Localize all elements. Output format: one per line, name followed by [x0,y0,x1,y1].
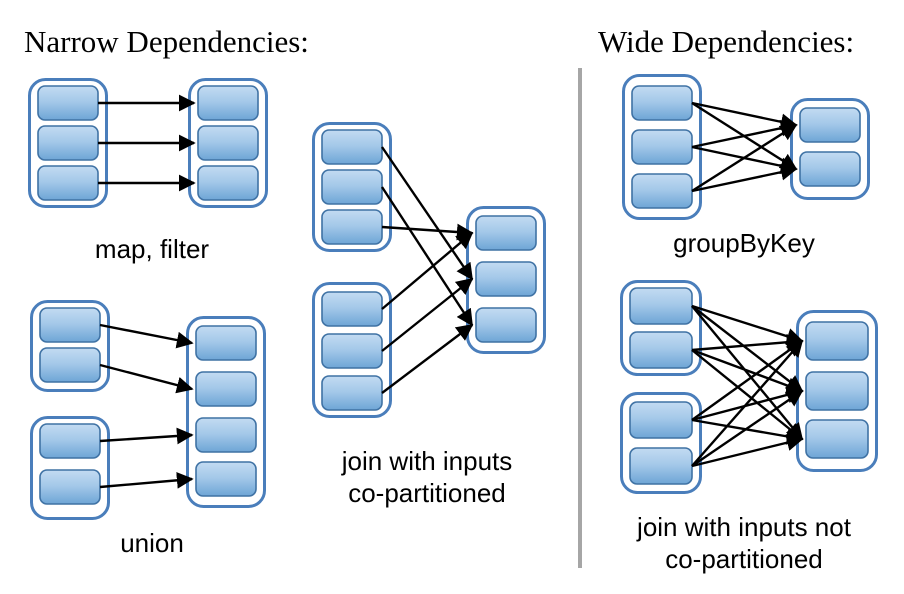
partition-box [37,85,99,121]
label-line: union [120,528,184,558]
dependency-arrow [691,119,798,149]
partition-box [475,261,537,297]
dependency-arrow [691,386,804,422]
partition-container-target [186,316,266,508]
partition-box [195,417,257,453]
dependency-arrow [381,146,473,281]
dependency-arrow [380,186,474,327]
partition-box [321,169,383,205]
label-group-by-key: groupByKey [673,228,815,258]
partition-box [631,85,693,121]
label-line: co-partitioned [348,478,506,508]
heading-narrow: Narrow Dependencies: [24,24,309,59]
partition-boxes-layer [37,85,869,505]
dependency-arrow [99,471,194,489]
label-map-filter: map, filter [95,234,209,264]
partition-box [39,347,101,383]
dependency-arrow [691,348,804,394]
heading-wide: Wide Dependencies: [598,24,854,59]
dependency-arrow [99,363,194,394]
dependency-arrow [691,333,804,352]
partition-box [197,165,259,201]
partition-box [39,469,101,505]
partition-box [475,215,537,251]
dependency-arrow [381,231,474,310]
dependency-arrow [691,101,798,131]
partition-box [197,125,259,161]
label-line: join with inputs [341,446,513,476]
partition-box [631,129,693,165]
dependency-arrow [691,349,804,441]
dependency-arrow [691,339,804,467]
partition-box [321,291,383,327]
dependency-arrow [381,223,474,241]
partition-box [799,107,861,143]
dependency-arrow [691,163,798,193]
dependency-arrow [691,305,804,393]
partition-box [629,447,693,485]
partition-box [321,333,383,369]
partition-box [39,307,101,343]
dependency-arrow [99,427,194,445]
label-union: union [120,528,184,558]
partition-box [805,419,869,459]
partition-box [195,461,257,497]
partition-box [321,375,383,411]
partition-box [37,165,99,201]
dependency-arrow [691,434,804,468]
dependency-arrow [691,304,804,345]
partition-box [197,85,259,121]
dependency-arrow [691,340,804,421]
partition-box [195,371,257,407]
partition-box [475,307,537,343]
partition-box [321,209,383,245]
dependency-arrows-layer [98,94,804,489]
label-line: join with inputs not [636,512,852,542]
dependency-arrow [381,323,474,394]
dependency-arrow [691,390,804,467]
partition-box [805,371,869,411]
partition-box [631,173,693,209]
partition-box [37,125,99,161]
partition-box [799,151,861,187]
partition-box [805,321,869,361]
partition-box [629,287,693,325]
dependency-arrow [691,123,798,193]
partition-box [195,325,257,361]
label-line: map, filter [95,234,209,264]
label-line: groupByKey [673,228,815,258]
partition-box [321,129,383,165]
dependency-arrow [381,277,474,352]
headings-layer: Narrow Dependencies: Wide Dependencies: [24,24,854,59]
partition-box [39,423,101,459]
partition-box [629,401,693,439]
label-line: co-partitioned [665,544,823,574]
dependency-arrow [99,323,194,349]
dependency-arrow [691,305,804,441]
partition-box [629,331,693,369]
